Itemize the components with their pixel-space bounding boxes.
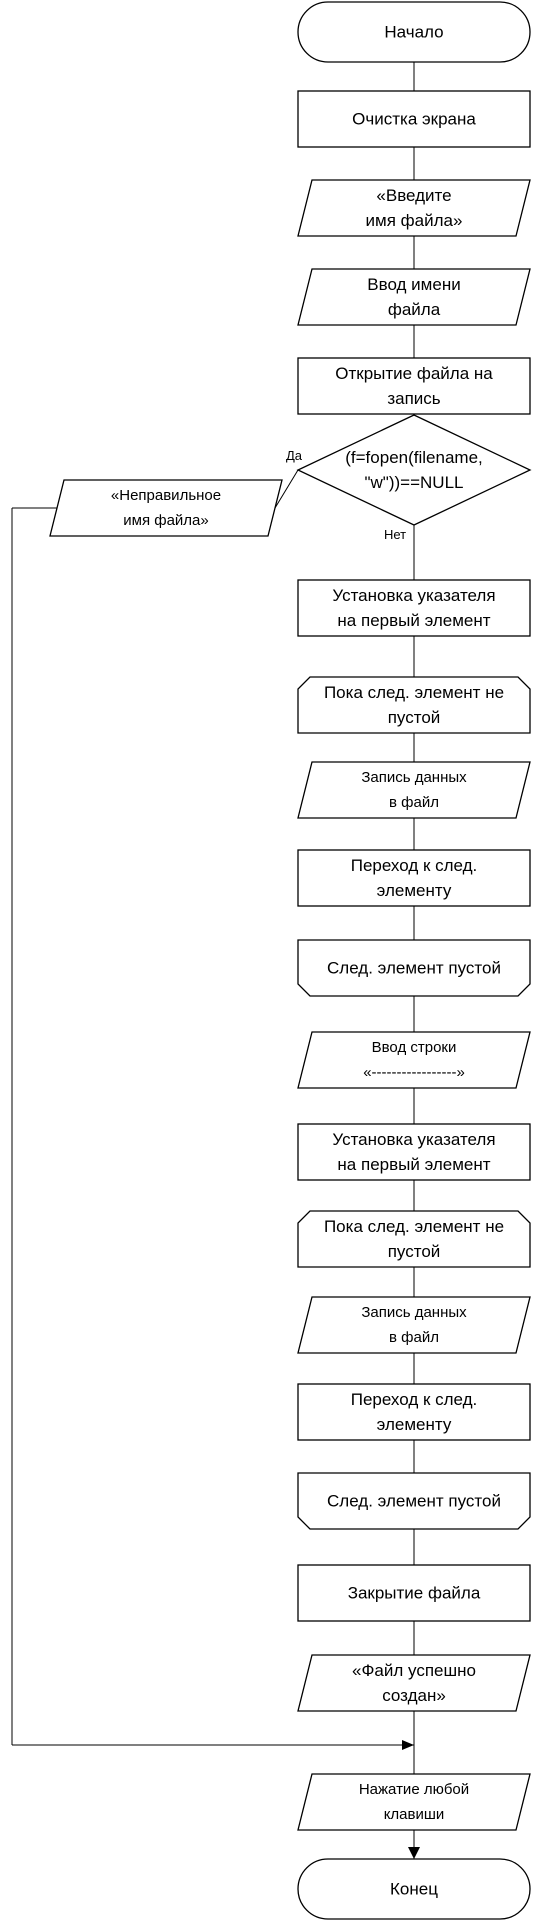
node-next2: Переход к след. элементу: [297, 1383, 531, 1441]
node-press-key-shape: [297, 1773, 531, 1831]
node-write1-shape: [297, 761, 531, 819]
node-ptr1-label-line: на первый элемент: [337, 611, 490, 630]
node-open-label-line: Открытие файла на: [335, 364, 493, 383]
node-loop1-end-shape: [297, 939, 531, 997]
node-open-shape: [297, 357, 531, 415]
node-close-label-line: Закрытие файла: [348, 1584, 481, 1603]
node-ptr1: Установка указателя на первый элемент: [297, 579, 531, 637]
node-end-shape: [297, 1858, 531, 1920]
node-loop2-start: Пока след. элемент не пустой: [297, 1210, 531, 1268]
node-loop2-start-label-line: пустой: [388, 1242, 441, 1261]
node-press-key: Нажатие любой клавиши: [297, 1773, 531, 1831]
node-bad-name: «Неправильное имя файла»: [49, 479, 283, 537]
node-loop2-end-shape: [297, 1472, 531, 1530]
node-success: «Файл успешно создан»: [297, 1654, 531, 1712]
node-prompt-label-line: «Введите: [376, 186, 451, 205]
node-input-name-label-line: Ввод имени: [367, 275, 460, 294]
node-write2-label-line: Запись данных: [361, 1304, 467, 1321]
node-next1: Переход к след. элементу: [297, 849, 531, 907]
node-input-line-label-line: «-----------------»: [363, 1064, 465, 1081]
node-check-shape: [296, 414, 532, 526]
node-ptr1-shape: [297, 579, 531, 637]
node-loop2-start-shape: [297, 1210, 531, 1268]
node-close: Закрытие файла: [297, 1564, 531, 1622]
node-next2-label-line: элементу: [377, 1415, 452, 1434]
node-input-line-label-line: Ввод строки: [372, 1039, 457, 1056]
node-press-key-label-line: Нажатие любой: [359, 1781, 469, 1798]
node-press-key-label-line: клавиши: [384, 1806, 445, 1823]
node-prompt: «Введите имя файла»: [297, 179, 531, 237]
node-prompt-label-line: имя файла»: [366, 211, 463, 230]
node-next2-shape: [297, 1383, 531, 1441]
node-end-label-line: Конец: [390, 1880, 438, 1899]
node-next2-label-line: Переход к след.: [351, 1390, 478, 1409]
node-end: Конец: [297, 1858, 531, 1920]
node-loop1-start-label-line: Пока след. элемент не: [324, 683, 504, 702]
node-start: Начало: [297, 1, 531, 63]
arrowhead-to-end: [408, 1847, 420, 1859]
node-clear-label-line: Очистка экрана: [352, 110, 476, 129]
node-next1-label-line: элементу: [377, 881, 452, 900]
node-ptr2-label-line: Установка указателя: [332, 1130, 495, 1149]
node-write2-label-line: в файл: [389, 1329, 439, 1346]
node-start-label-line: Начало: [384, 23, 443, 42]
node-input-line: Ввод строки «-----------------»: [297, 1031, 531, 1089]
edge-label-no: Нет: [384, 527, 406, 542]
node-loop2-end: След. элемент пустой: [297, 1472, 531, 1530]
node-success-label-line: создан»: [382, 1686, 446, 1705]
node-start-shape: [297, 1, 531, 63]
node-ptr2: Установка указателя на первый элемент: [297, 1123, 531, 1181]
node-write1-label-line: Запись данных: [361, 769, 467, 786]
node-success-shape: [297, 1654, 531, 1712]
node-loop1-end-label-line: След. элемент пустой: [327, 959, 501, 978]
node-write1: Запись данных в файл: [297, 761, 531, 819]
node-ptr2-label-line: на первый элемент: [337, 1155, 490, 1174]
node-ptr1-label-line: Установка указателя: [332, 586, 495, 605]
node-loop2-end-label-line: След. элемент пустой: [327, 1492, 501, 1511]
node-check: (f=fopen(filename, "w"))==NULL: [296, 414, 532, 526]
node-open: Открытие файла на запись: [297, 357, 531, 415]
node-loop1-start-label-line: пустой: [388, 708, 441, 727]
connector-lines: [11, 62, 420, 1859]
node-bad-name-shape: [49, 479, 283, 537]
node-write2: Запись данных в файл: [297, 1296, 531, 1354]
node-input-name: Ввод имени файла: [297, 268, 531, 326]
node-input-name-label-line: файла: [388, 300, 441, 319]
node-check-label-line: "w"))==NULL: [365, 473, 464, 492]
node-loop2-start-label-line: Пока след. элемент не: [324, 1217, 504, 1236]
node-bad-name-label-line: имя файла»: [123, 512, 208, 529]
node-ptr2-shape: [297, 1123, 531, 1181]
node-write2-shape: [297, 1296, 531, 1354]
node-open-label-line: запись: [387, 389, 440, 408]
node-loop1-start: Пока след. элемент не пустой: [297, 676, 531, 734]
node-loop1-start-shape: [297, 676, 531, 734]
connector-check-to-bad-name: [274, 469, 299, 509]
node-prompt-shape: [297, 179, 531, 237]
node-clear: Очистка экрана: [297, 90, 531, 148]
edge-label-yes: Да: [286, 448, 303, 463]
node-bad-name-label-line: «Неправильное: [111, 487, 221, 504]
node-clear-shape: [297, 90, 531, 148]
node-input-name-shape: [297, 268, 531, 326]
node-success-label-line: «Файл успешно: [352, 1661, 476, 1680]
node-input-line-shape: [297, 1031, 531, 1089]
node-close-shape: [297, 1564, 531, 1622]
arrowhead-merge: [402, 1740, 414, 1750]
node-write1-label-line: в файл: [389, 794, 439, 811]
node-next1-label-line: Переход к след.: [351, 856, 478, 875]
node-loop1-end: След. элемент пустой: [297, 939, 531, 997]
node-check-label-line: (f=fopen(filename,: [345, 448, 483, 467]
node-next1-shape: [297, 849, 531, 907]
